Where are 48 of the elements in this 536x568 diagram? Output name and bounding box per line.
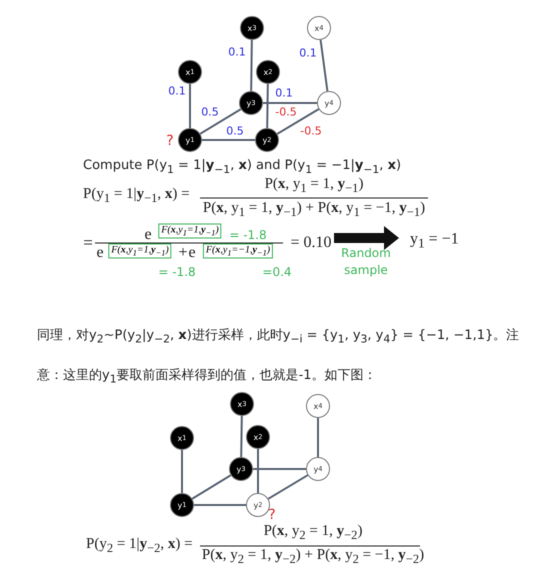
connector-line (192, 474, 232, 500)
formula-text: e (96, 244, 104, 262)
exponent-box: F(x,y$_{1}$=1,y$_{−1}$) (108, 244, 172, 258)
connector-line (257, 449, 259, 493)
formula-text: = 0.10 (290, 234, 332, 252)
connector-line (181, 450, 183, 493)
exponent-box: F(x,y$_{1}$=1,y$_{−1}$) (158, 224, 222, 238)
connector-line (266, 84, 269, 128)
connector-line (276, 108, 320, 135)
paragraph: 同理，对y$_{2}$~P(y$_{2}$|y$_{−2}$, x)进行采样，此时y$_{−i}$ = {y$_{1}$, y$_{3}$, y$_{4}$} = {−1, −1,1}。注意：这里的y$_{1}$要取前面采样得到的值，也就是-1。如下图： (37, 327, 520, 388)
edge-label: -0.5 (300, 124, 322, 138)
value-annotation: = -1.8 (229, 228, 267, 242)
connector-line (320, 40, 328, 92)
connector-line (253, 468, 306, 470)
connector-line (202, 139, 255, 141)
formula-text: P(y$_{2}$ = 1|y$_{−2}$, x) = (86, 536, 193, 556)
connector-line (268, 474, 308, 500)
formula-text: Compute P(y$_{1}$ = 1|y$_{−1}$, x) and P(y$_{1}$ = −1|y$_{−1}$, x) (83, 158, 402, 176)
connector-line (189, 84, 191, 128)
edge-label: 0.1 (275, 86, 293, 100)
connector-line (194, 504, 246, 506)
edge-label: 0.1 (228, 46, 246, 58)
formula-text: y$_{1}$ = −1 (410, 230, 459, 252)
connector-line (200, 108, 242, 135)
value-annotation: = -1.8 (158, 265, 196, 279)
formula-text: e (188, 244, 196, 262)
formula-numerator: P(x, y$_{1}$ = 1, y$_{−1}$) (264, 176, 364, 196)
equals-sign: = (83, 233, 93, 253)
formula-text: + (178, 244, 188, 262)
connector-line (317, 418, 319, 457)
question-mark: ? (268, 507, 276, 523)
formula-numerator: P(x, y$_{2}$ = 1, y$_{−2}$) (264, 523, 362, 543)
value-annotation: =0.4 (262, 265, 292, 279)
arrow-caption: Random sample (340, 245, 392, 279)
exponent-box: F(x,y$_{1}$=−1,y$_{−1}$) (202, 244, 274, 258)
edge-label: 0.1 (299, 46, 317, 60)
question-mark: ? (166, 133, 174, 149)
connector-line (240, 416, 243, 458)
edge-label: 0.1 (168, 84, 186, 98)
connector-line (250, 40, 253, 92)
formula-text: e (144, 226, 152, 244)
formula-denominator: P(x, y$_{2}$ = 1, y$_{−2}$) + P(x, y$_{2}$ = −1, y$_{−2}$) (202, 547, 424, 567)
formula-text: P(y$_{1}$ = 1|y$_{−1}$, x) = (83, 186, 190, 206)
formula-denominator: P(x, y$_{1}$ = 1, y$_{−1}$) + P(x, y$_{1}$ = −1, y$_{−1}$) (202, 200, 426, 220)
edge-label: -0.5 (275, 106, 297, 118)
connector-line (263, 102, 317, 104)
edge-label: 0.5 (201, 106, 219, 118)
edge-label: 0.5 (226, 124, 244, 138)
